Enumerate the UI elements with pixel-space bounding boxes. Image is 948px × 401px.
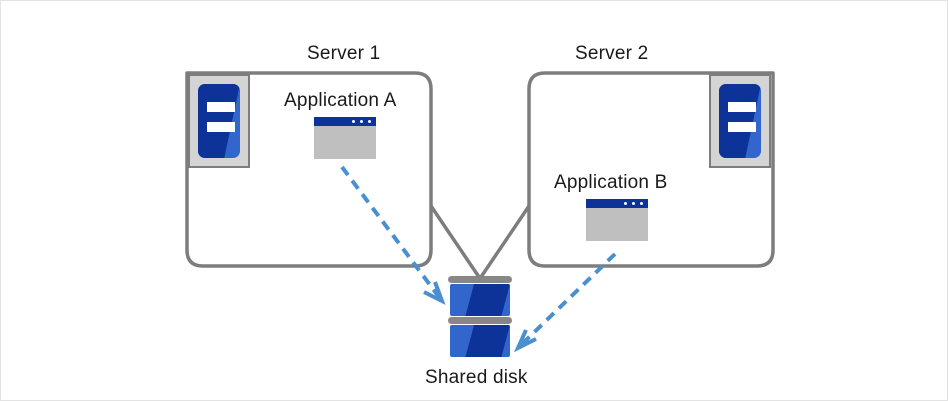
window-dot-icon bbox=[632, 202, 635, 205]
application-window-icon bbox=[586, 199, 648, 241]
connector-server2-disk bbox=[479, 205, 531, 278]
window-titlebar bbox=[586, 199, 648, 208]
window-dot-icon bbox=[360, 120, 363, 123]
server-2-title: Server 2 bbox=[575, 43, 649, 64]
arrow-app-a-to-disk bbox=[340, 165, 446, 306]
connector-server1-disk bbox=[429, 205, 481, 278]
server-1-box bbox=[185, 71, 433, 268]
application-a-label: Application A bbox=[284, 90, 397, 111]
disk-cap-bottom bbox=[448, 317, 512, 324]
server-2-box bbox=[527, 71, 775, 268]
server-chip bbox=[198, 84, 240, 158]
server-1-title: Server 1 bbox=[307, 43, 381, 64]
server-chip bbox=[719, 84, 761, 158]
server-bar-bottom bbox=[728, 122, 756, 132]
arrow-app-b-to-disk bbox=[513, 252, 617, 353]
application-window-icon bbox=[314, 117, 376, 159]
server-icon bbox=[188, 74, 250, 168]
shared-disk-label: Shared disk bbox=[425, 367, 528, 388]
window-titlebar bbox=[314, 117, 376, 126]
window-dot-icon bbox=[624, 202, 627, 205]
window-dot-icon bbox=[640, 202, 643, 205]
disk-stack-icon bbox=[448, 276, 512, 360]
server-bar-top bbox=[728, 102, 756, 112]
server-bar-top bbox=[207, 102, 235, 112]
server-bar-bottom bbox=[207, 122, 235, 132]
disk-platter-bottom bbox=[450, 325, 510, 357]
disk-platter-top bbox=[450, 284, 510, 316]
window-dot-icon bbox=[352, 120, 355, 123]
server-icon bbox=[709, 74, 771, 168]
disk-cap-top bbox=[448, 276, 512, 283]
window-dot-icon bbox=[368, 120, 371, 123]
application-b-label: Application B bbox=[554, 172, 668, 193]
